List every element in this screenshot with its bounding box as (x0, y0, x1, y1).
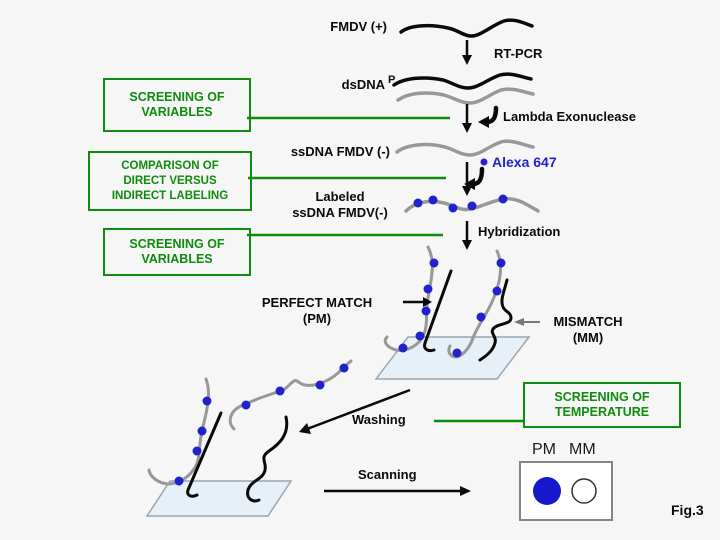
labeling-arrow-icon (462, 162, 472, 196)
labeled-strand-icon (404, 194, 540, 213)
labeling-return-arrow-icon (464, 166, 485, 190)
hybridization-arrow-icon (462, 221, 472, 250)
figure-caption: Fig.3 (671, 502, 704, 518)
phosphate-label: P (388, 74, 396, 86)
ssdna-strand-icon (395, 139, 535, 157)
mm-duplex-icon (447, 249, 513, 362)
labeled-ssdna-label: Labeled ssDNA FMDV(-) (292, 189, 388, 220)
callout-screening-temperature: SCREENING OF TEMPERATURE (523, 382, 681, 428)
result-mm-label: MM (569, 441, 596, 458)
mm-pointer-arrow-icon (514, 318, 540, 326)
perfect-match-label: PERFECT MATCH (PM) (261, 295, 373, 326)
dsdna-strands-icon (392, 72, 535, 105)
slide2-pm-duplex-icon (147, 377, 223, 498)
pm-spot-icon (533, 477, 561, 505)
hybridization-label: Hybridization (478, 224, 561, 239)
microarray-slide-2 (145, 480, 293, 517)
callout-connectors (247, 116, 524, 423)
alexa-dye-dot-icon (480, 158, 488, 166)
ssdna-label: ssDNA FMDV (-) (290, 144, 390, 159)
dsdna-label: dsDNA (341, 77, 385, 92)
lambda-exonuclease-label: Lambda Exonuclease (503, 109, 636, 124)
result-pm-label: PM (532, 441, 556, 458)
callout-screening-variables-2: SCREENING OF VARIABLES (103, 228, 251, 276)
rtpcr-arrow-icon (462, 40, 472, 65)
slide2-mm-probe-icon (246, 415, 289, 503)
washing-arrow-icon (299, 388, 411, 434)
scanning-label: Scanning (358, 467, 417, 482)
pm-pointer-arrow-icon (403, 297, 432, 307)
result-panel (519, 461, 613, 521)
washed-strand-icon (228, 359, 353, 431)
mismatch-label: MISMATCH (MM) (553, 314, 623, 345)
scanning-arrow-icon (324, 486, 471, 496)
alexa647-label: Alexa 647 (492, 154, 557, 170)
rtpcr-label: RT-PCR (494, 46, 543, 61)
pm-duplex-icon (383, 245, 453, 353)
enzyme-return-arrow-icon (478, 105, 499, 128)
fmdv-rna-strand-icon (399, 18, 534, 38)
fmdv-label: FMDV (+) (330, 19, 387, 34)
callout-comparison-labeling: COMPARISON OF DIRECT VERSUS INDIRECT LAB… (88, 151, 252, 211)
washing-label: Washing (352, 412, 406, 427)
lambda-arrow-icon (462, 104, 472, 133)
mm-spot-icon (571, 478, 597, 504)
microarray-slide-1 (374, 336, 531, 380)
callout-screening-variables-1: SCREENING OF VARIABLES (103, 78, 251, 132)
